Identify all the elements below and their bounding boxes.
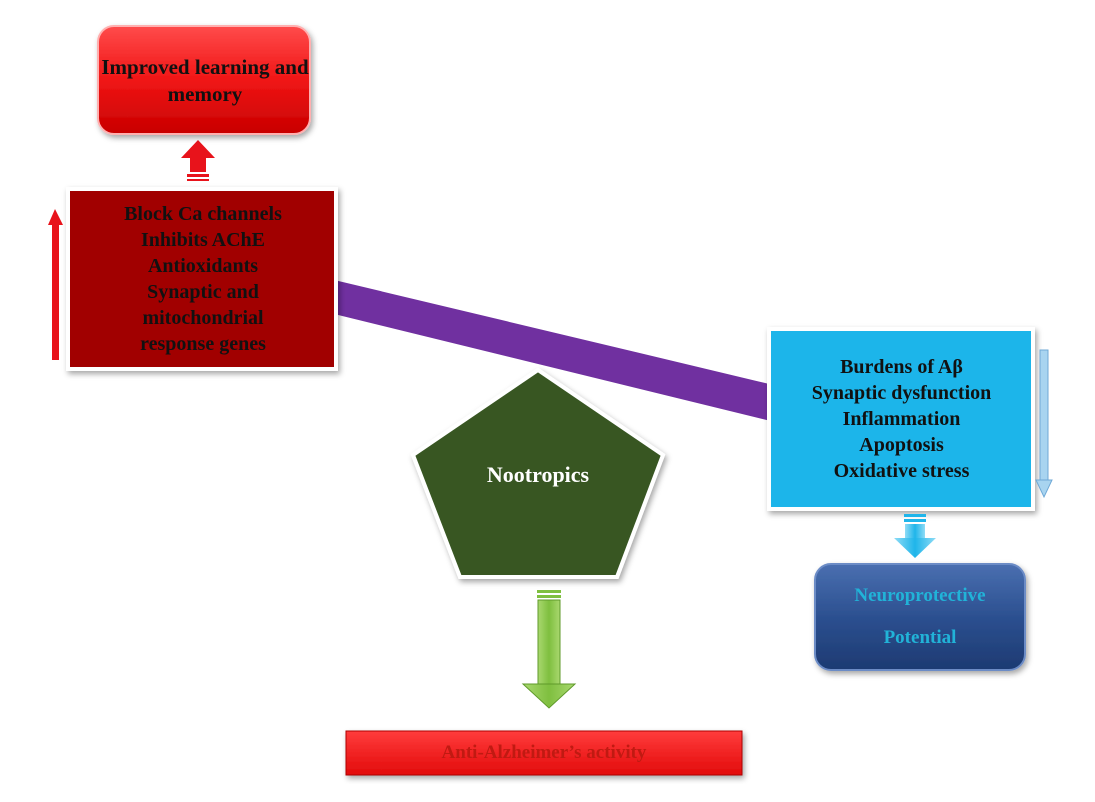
nootropics-label: Nootropics	[486, 462, 590, 487]
right-down-arrow	[1035, 349, 1053, 499]
left-line-4: Synaptic and	[147, 281, 259, 303]
left-line-6: response genes	[140, 333, 266, 355]
neuro-line-2: Potential	[883, 627, 957, 648]
green-down-arrow	[521, 590, 577, 709]
top-up-arrow	[181, 140, 215, 181]
left-line-2: Inhibits AChE	[141, 229, 265, 251]
connector-bar	[326, 279, 790, 425]
right-line-5: Oxidative stress	[833, 460, 970, 482]
neuro-box	[814, 563, 1026, 671]
right-box	[767, 327, 1035, 511]
right-line-4: Apoptosis	[859, 434, 944, 456]
right-line-3: Inflammation	[842, 408, 961, 430]
improved-box	[97, 25, 311, 135]
anti-label: Anti-Alzheimer’s activity	[441, 742, 647, 763]
left-up-arrow	[48, 209, 63, 360]
neuro-line-1: Neuroprotective	[854, 585, 986, 606]
right-line-2: Synaptic dysfunction	[811, 382, 992, 404]
left-box	[66, 187, 338, 371]
improved-label: Improved learning and memory	[101, 55, 309, 106]
left-line-3: Antioxidants	[147, 255, 259, 277]
neuro-box-text: Neuroprotective Potential	[815, 565, 1025, 669]
cyan-down-arrow	[894, 514, 936, 558]
right-box-text: Burdens of Aβ Synaptic dysfunction Infla…	[773, 333, 1030, 505]
left-box-text: Block Ca channels Inhibits AChE Antioxid…	[72, 193, 334, 365]
nootropics-pentagon	[410, 367, 666, 579]
left-line-5: mitochondrial	[142, 307, 264, 329]
anti-box	[345, 730, 743, 776]
right-line-1: Burdens of Aβ	[840, 356, 963, 378]
left-line-1: Block Ca channels	[124, 203, 282, 225]
